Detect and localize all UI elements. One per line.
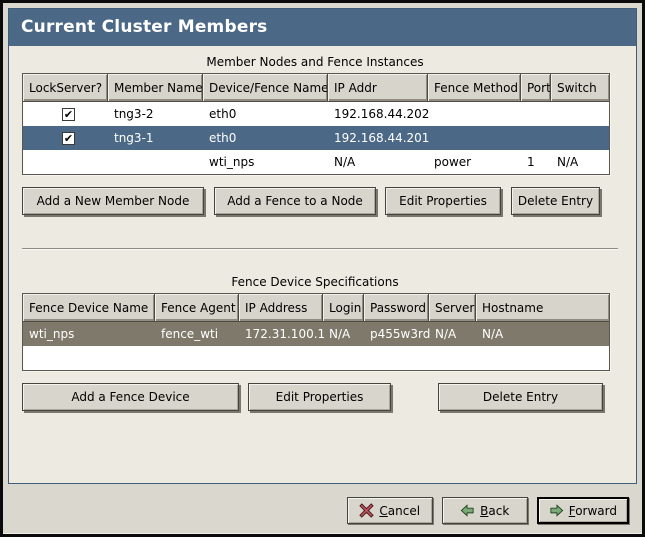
member-nodes-table: LockServer? Member Name Device/Fence Nam…: [22, 73, 610, 175]
main-panel: Current Cluster Members Member Nodes and…: [8, 8, 637, 484]
member-row-tng3-1[interactable]: ✔ tng3-1 eth0 192.168.44.201: [23, 126, 609, 150]
add-fence-to-node-button[interactable]: Add a Fence to a Node: [214, 187, 376, 215]
cell-switch: [551, 126, 609, 150]
cell-switch: [551, 102, 609, 126]
forward-button[interactable]: Forward: [536, 497, 629, 524]
col-member-name[interactable]: Member Name: [108, 74, 203, 102]
cell-device: eth0: [203, 126, 328, 150]
col-port[interactable]: Port: [521, 74, 551, 102]
col-login[interactable]: Login: [323, 294, 364, 322]
cell-member-name: tng3-2: [114, 107, 154, 121]
lockserver-checkbox[interactable]: ✔: [62, 132, 75, 145]
col-ip-address[interactable]: IP Address: [239, 294, 323, 322]
cell-hostname: N/A: [476, 322, 609, 346]
cell-fence-method: [428, 102, 521, 126]
page-title: Current Cluster Members: [9, 9, 636, 46]
member-buttons-row: Add a New Member Node Add a Fence to a N…: [22, 187, 608, 215]
forward-arrow-icon: [550, 504, 564, 517]
fence-table-header-row: Fence Device Name Fence Agent IP Address…: [23, 294, 609, 322]
back-arrow-icon: [460, 504, 474, 517]
edit-properties-button[interactable]: Edit Properties: [385, 187, 501, 215]
fence-section-title: Fence Device Specifications: [231, 275, 399, 289]
col-lockserver[interactable]: LockServer?: [23, 74, 108, 102]
col-fence-device-name[interactable]: Fence Device Name: [23, 294, 155, 322]
member-table-header-row: LockServer? Member Name Device/Fence Nam…: [23, 74, 609, 102]
col-fence-agent[interactable]: Fence Agent: [155, 294, 239, 322]
cell-login: N/A: [323, 322, 364, 346]
cell-port: [521, 102, 551, 126]
cell-member-name: tng3-1: [108, 126, 203, 150]
add-fence-device-button[interactable]: Add a Fence Device: [22, 383, 239, 411]
cell-server: N/A: [429, 322, 476, 346]
col-server[interactable]: Server: [429, 294, 476, 322]
col-password[interactable]: Password: [364, 294, 429, 322]
cell-device: wti_nps: [209, 155, 255, 169]
empty-table-space: [23, 346, 609, 370]
delete-entry-button[interactable]: Delete Entry: [438, 383, 603, 411]
cancel-button[interactable]: Cancel: [346, 497, 433, 524]
cancel-label: Cancel: [379, 503, 421, 518]
col-ip-addr[interactable]: IP Addr: [328, 74, 428, 102]
cancel-x-icon: [359, 503, 375, 518]
cell-ip: 192.168.44.202: [334, 107, 430, 121]
cell-fence-method: power: [434, 155, 472, 169]
cell-fence-device-name: wti_nps: [23, 322, 155, 346]
cell-switch: N/A: [557, 155, 579, 169]
member-row-tng3-2[interactable]: ✔ tng3-2 eth0 192.168.44.202: [23, 102, 609, 126]
back-label: Back: [480, 503, 510, 518]
cell-password: p455w3rd: [364, 322, 430, 346]
section-separator: [22, 248, 618, 250]
fence-instance-row-wti-nps[interactable]: wti_nps N/A power 1 N/A: [23, 150, 609, 174]
col-fence-method[interactable]: Fence Method: [428, 74, 521, 102]
cell-port: 1: [527, 155, 535, 169]
add-member-node-button[interactable]: Add a New Member Node: [22, 187, 204, 215]
delete-entry-button[interactable]: Delete Entry: [511, 187, 600, 215]
cell-fence-method: [428, 126, 521, 150]
col-hostname[interactable]: Hostname: [476, 294, 609, 322]
page-content: Member Nodes and Fence Instances LockSer…: [9, 55, 636, 411]
lockserver-checkbox[interactable]: ✔: [62, 108, 75, 121]
members-section-title: Member Nodes and Fence Instances: [206, 55, 424, 69]
cell-member-name: [108, 150, 203, 174]
fence-devices-table: Fence Device Name Fence Agent IP Address…: [22, 293, 610, 371]
fence-device-row-wti-nps[interactable]: wti_nps fence_wti 172.31.100.1 N/A p455w…: [23, 322, 609, 346]
wizard-action-area: Cancel Back Forward: [8, 487, 637, 534]
col-switch[interactable]: Switch: [551, 74, 609, 102]
cell-ip: 192.168.44.201: [328, 126, 429, 150]
fence-buttons-row: Add a Fence Device Edit Properties Delet…: [22, 383, 608, 411]
cell-ip-address: 172.31.100.1: [239, 322, 325, 346]
forward-label: Forward: [568, 503, 617, 518]
back-button[interactable]: Back: [441, 497, 528, 524]
cell-port: [521, 126, 551, 150]
col-device-fence-name[interactable]: Device/Fence Name: [203, 74, 328, 102]
cell-ip: N/A: [334, 155, 356, 169]
cell-fence-agent: fence_wti: [155, 322, 239, 346]
cell-device: eth0: [209, 107, 237, 121]
edit-properties-button[interactable]: Edit Properties: [248, 383, 391, 411]
